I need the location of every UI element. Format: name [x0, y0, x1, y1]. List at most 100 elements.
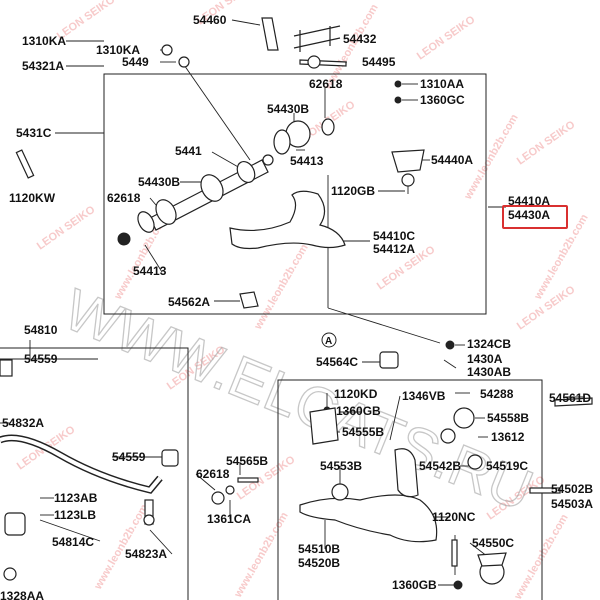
bushing-shape	[0, 359, 13, 377]
nut-shape	[394, 96, 402, 104]
part-label: 54288	[480, 387, 514, 401]
part-label: 54410A	[508, 194, 550, 208]
part-label: 54823A	[125, 547, 167, 561]
bump-stop-shape	[239, 291, 259, 309]
nut-shape	[262, 154, 274, 166]
part-label: 54542B	[419, 459, 461, 473]
part-label: 54565B	[226, 454, 268, 468]
part-illustrations	[0, 17, 593, 590]
part-label: 54810	[24, 323, 58, 337]
part-label: 1310AA	[420, 77, 464, 91]
part-label: 54412A	[373, 242, 415, 256]
link-shape	[143, 514, 155, 526]
watermark-site: www.leonb2b.com	[252, 242, 311, 332]
watermark-brand: LEON SEIKO	[415, 13, 478, 62]
bolt-head-shape	[307, 55, 321, 69]
part-label: 54562A	[168, 295, 210, 309]
nut-shape	[453, 580, 463, 590]
part-label: 54559	[112, 450, 146, 464]
highlight-box	[502, 205, 568, 229]
part-label: 54564C	[316, 355, 358, 369]
part-label: 62618	[196, 467, 230, 481]
part-label: 54832A	[2, 416, 44, 430]
bolt-shape	[529, 487, 561, 494]
bracket-shape	[293, 25, 341, 52]
nut-shape	[394, 80, 402, 88]
part-label: 54410C	[373, 229, 415, 243]
part-label: 1430A	[467, 352, 503, 366]
bolt-shape	[554, 397, 593, 407]
bump-stop-shape	[440, 428, 456, 444]
part-label: 54520B	[298, 556, 340, 570]
part-label: 5449	[122, 55, 149, 69]
bushing-shape	[155, 199, 177, 225]
nut-shape	[3, 567, 17, 581]
part-label: 1346VB	[402, 389, 446, 403]
part-label: 1360GC	[420, 93, 465, 107]
washer-shape	[178, 56, 190, 68]
part-label: 1360GB	[392, 578, 437, 592]
part-label: 1328AA	[0, 589, 44, 600]
knuckle-shape	[394, 448, 419, 498]
part-label: 1120KD	[334, 387, 378, 401]
part-label: 1120NC	[432, 510, 476, 524]
part-label: 54430B	[138, 175, 180, 189]
part-label: 54495	[362, 55, 396, 69]
bushing-shape	[331, 483, 349, 501]
part-label: 54502B	[551, 482, 593, 496]
bolt-shape	[15, 149, 35, 179]
part-label: 54503A	[551, 497, 593, 511]
part-label: 1123AB	[54, 491, 98, 505]
bolt-shape	[451, 539, 458, 567]
part-label: 54550C	[472, 536, 514, 550]
bushing-shape	[467, 454, 483, 470]
part-label: 13612	[491, 430, 525, 444]
watermark-site: www.leonb2b.com	[532, 212, 591, 302]
nut-shape	[161, 44, 173, 56]
part-label: 62618	[107, 191, 141, 205]
part-label: 1430AB	[467, 365, 511, 379]
part-label: 62618	[309, 77, 343, 91]
part-label: 54558B	[487, 411, 529, 425]
control-arm-shape	[229, 190, 346, 250]
part-label: 1324CB	[467, 337, 511, 351]
part-label: 5441	[175, 144, 202, 158]
part-label: 54440A	[431, 153, 473, 167]
part-label: 1120KW	[9, 191, 56, 205]
part-label: 54553B	[320, 459, 362, 473]
bolt-shape	[237, 477, 259, 483]
bushing-shape	[379, 351, 399, 369]
part-label: 5431C	[16, 126, 52, 140]
stabilizer-frame	[0, 347, 189, 600]
ball-joint-shape	[477, 552, 507, 567]
part-label: 54460	[193, 13, 227, 27]
part-label: 54555B	[342, 425, 384, 439]
part-label: 1310KA	[96, 43, 140, 57]
part-label: 54519C	[486, 459, 528, 473]
part-label: 54430A	[508, 208, 550, 222]
part-label: 54321A	[22, 59, 64, 73]
part-label: 54432	[343, 32, 377, 46]
part-label: 54430B	[267, 102, 309, 116]
watermark-site: www.leonb2b.com	[512, 512, 571, 600]
bushing-shape	[273, 129, 291, 155]
watermark-brand: LEON SEIKO	[515, 118, 578, 167]
lower-arm-shape	[299, 494, 438, 543]
washer-shape	[225, 485, 235, 495]
part-label: 1120GB	[331, 184, 375, 198]
washer-shape	[321, 118, 335, 136]
bracket-shape	[261, 17, 279, 51]
watermark-brand: LEON SEIKO	[35, 203, 98, 252]
part-label: 54413	[133, 264, 167, 278]
stabilizer-bar-shape	[0, 435, 162, 493]
bracket-shape	[161, 449, 179, 467]
bump-stop-shape	[453, 407, 475, 429]
upper-arm-frame	[103, 73, 487, 315]
part-label: 1310KA	[22, 34, 66, 48]
nut-shape	[445, 340, 455, 350]
bracket-shape	[309, 407, 339, 445]
ball-joint-shape	[391, 149, 425, 173]
part-label: 54814C	[52, 535, 94, 549]
part-label: 1123LB	[54, 508, 96, 522]
